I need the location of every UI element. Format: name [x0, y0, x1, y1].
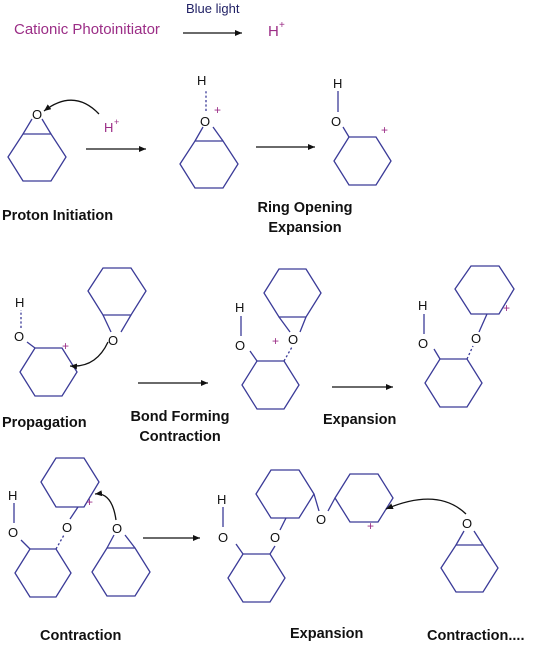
hydroxyl-hydrogen-row2a: H [15, 295, 24, 310]
hydroxyl-oxygen-row1: O [331, 114, 341, 129]
oxonium-plus: + [214, 103, 221, 117]
hydroxyl-oxygen-row3b: O [218, 530, 228, 545]
hydroxyl-oxygen-row2c: O [418, 336, 428, 351]
propagation-epoxide: O [87, 267, 147, 348]
ether-oxygen-row2c: O [471, 331, 481, 346]
step-bond-forming-line1: Bond Forming [130, 409, 229, 425]
blue-light-label: Blue light [186, 1, 240, 16]
step-expansion-1: Expansion [323, 412, 396, 428]
step-contraction-more: Contraction.... [427, 628, 524, 644]
protonated-hydrogen: H [197, 73, 206, 88]
curved-arrow-propagation [69, 341, 109, 370]
curved-arrow-proton-attack [43, 99, 100, 115]
step-proton-initiation: Proton Initiation [2, 208, 113, 224]
step-contraction: Contraction [40, 628, 121, 644]
epoxide-oxygen-row2a: O [108, 333, 118, 348]
epoxide-oxygen-row3a: O [112, 521, 122, 536]
expanded-trimer: O H O O + [217, 469, 394, 603]
ring-opened-cation: O H + [331, 76, 392, 186]
carbocation-plus-row2a: + [62, 339, 69, 353]
protonated-epoxide: O H + [179, 73, 239, 189]
hydroxyl-hydrogen-row3a: H [8, 488, 17, 503]
hydroxyl-hydrogen-row2c: H [418, 298, 427, 313]
step-bond-forming-line2: Contraction [139, 429, 220, 445]
carbocation-plus-row1: + [381, 123, 388, 137]
hydroxyl-hydrogen-row2b: H [235, 300, 244, 315]
oxonium-plus-row2b: + [272, 334, 279, 348]
hydroxyl-oxygen-row2a: O [14, 329, 24, 344]
protonated-oxygen: O [200, 114, 210, 129]
carbocation-plus-row2c: + [503, 301, 510, 315]
propagation-cation: O H + [14, 295, 78, 397]
hydroxyl-hydrogen-row3b: H [217, 492, 226, 507]
step-ring-opening-line2: Expansion [268, 220, 341, 236]
proton-product: H [268, 23, 279, 40]
expanded-dimer-row2: O H O + [418, 265, 515, 408]
carbocation-plus-row3b: + [367, 519, 374, 533]
ether-oxygen-row3b-1: O [270, 530, 280, 545]
hydroxyl-oxygen-row2b: O [235, 338, 245, 353]
ether-oxygen-row3b-2: O [316, 512, 326, 527]
proton-h-row1: H [104, 120, 113, 135]
carbocation-plus-row3a: + [86, 495, 93, 509]
proton-plus-row1: + [114, 117, 119, 127]
ether-oxygen-row3a: O [62, 520, 72, 535]
incoming-epoxide: O [440, 516, 499, 593]
step-expansion-2: Expansion [290, 626, 363, 642]
bond-forming-intermediate: O H O + [235, 268, 322, 410]
bridging-oxygen-row2b: O [288, 332, 298, 347]
epoxide-oxygen-row3c: O [462, 516, 472, 531]
epoxide-cyclohexane-1: O [7, 107, 67, 182]
hydroxyl-oxygen-row3a: O [8, 525, 18, 540]
curved-arrow-contraction [94, 490, 117, 521]
cationic-photoinitiator-label: Cationic Photoinitiator [14, 21, 160, 38]
step-propagation: Propagation [2, 415, 87, 431]
contraction-epoxide: O [91, 521, 151, 597]
hydroxyl-hydrogen-row1: H [333, 76, 342, 91]
epoxide-oxygen-1: O [32, 107, 42, 122]
step-ring-opening-line1: Ring Opening [257, 200, 352, 216]
curved-arrow-final [385, 498, 467, 515]
proton-product-charge: + [279, 20, 285, 31]
contraction-dimer: O H O + [8, 457, 100, 598]
